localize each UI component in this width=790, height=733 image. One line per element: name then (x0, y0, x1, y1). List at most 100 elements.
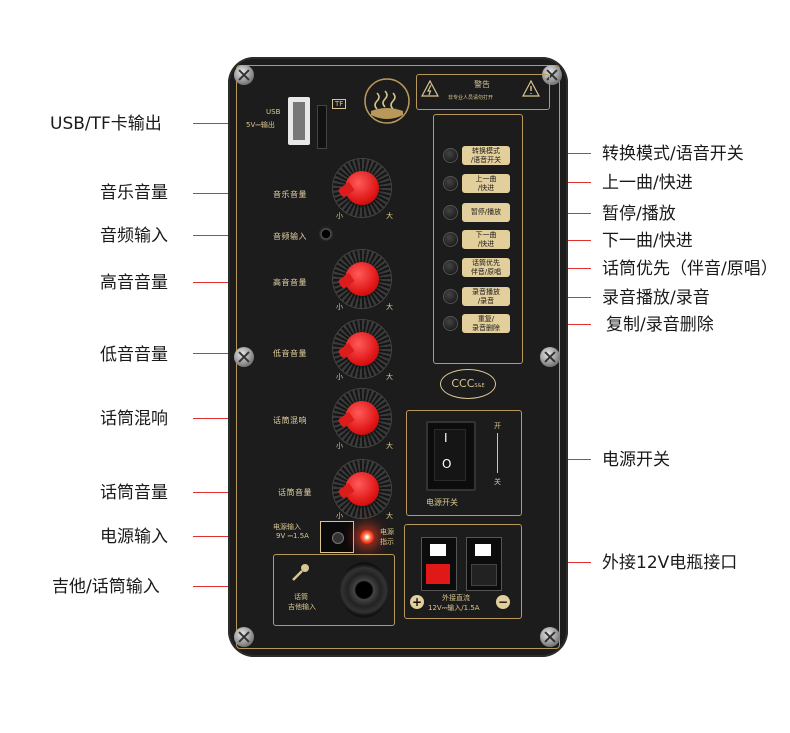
mic-volume-label: 话筒音量 (278, 488, 312, 497)
amplifier-panel: 警告 非专业人员请勿打开 USB 5V⎓输出 TF 音乐音量 小 大 音频输入 … (228, 57, 568, 657)
power-in-spec: 9V ⎓1.5A (276, 532, 309, 540)
button-group-box: 转换模式/语音开关 上一曲/快进 暂停/播放 下一曲/快进 话筒优先伴音/原唱 … (433, 114, 523, 364)
usb-label: USB (266, 108, 281, 116)
dc-spec: 12V⎓输入/1.5A (428, 604, 480, 612)
usb-spec: 5V⎓输出 (246, 121, 275, 129)
callout-pause-play: 暂停/播放 (602, 204, 676, 224)
mode-switch-button[interactable]: 转换模式/语音开关 (434, 145, 522, 167)
dc-power-jack[interactable] (320, 521, 354, 553)
knob-min-label: 小 (336, 373, 343, 381)
screw-icon (540, 627, 560, 647)
screw-icon (234, 627, 254, 647)
knob-max-label: 大 (386, 373, 393, 381)
callout-line (193, 123, 255, 124)
exclamation-warning-icon (522, 80, 540, 97)
record-play-button[interactable]: 录音播放/录音 (434, 286, 522, 308)
callout-audio-input: 音频输入 (100, 226, 168, 246)
screw-icon (234, 65, 254, 85)
screw-icon (234, 347, 254, 367)
callout-mode-switch: 转换模式/语音开关 (602, 144, 744, 164)
button-led (444, 317, 457, 330)
button-led (444, 149, 457, 162)
callout-record-play: 录音播放/录音 (602, 288, 710, 308)
callout-mic-volume: 话筒音量 (100, 483, 168, 503)
knob-min-label: 小 (336, 512, 343, 520)
copy-delete-button[interactable]: 重复/录音删除 (434, 313, 522, 335)
button-led (444, 233, 457, 246)
microphone-icon (292, 564, 309, 581)
callout-usb-tf-output: USB/TF卡输出 (50, 114, 162, 134)
plus-icon: + (410, 595, 424, 609)
knob-max-label: 大 (386, 303, 393, 311)
callout-power-input: 电源输入 (100, 527, 168, 547)
power-indicator-led (360, 530, 374, 544)
bass-volume-label: 低音音量 (273, 349, 307, 358)
mic-reverb-knob[interactable] (333, 389, 391, 447)
switch-off-label: 关 (494, 478, 501, 486)
button-label: 上一曲/快进 (462, 174, 510, 193)
brand-logo-icon (364, 78, 410, 124)
tf-label: TF (332, 99, 347, 109)
callout-mic-reverb: 话筒混响 (100, 409, 168, 429)
knob-max-label: 大 (386, 212, 393, 220)
mic-volume-knob[interactable] (333, 460, 391, 518)
mic-priority-button[interactable]: 话筒优先伴音/原唱 (434, 257, 522, 279)
button-label: 话筒优先伴音/原唱 (462, 258, 510, 277)
screw-icon (540, 347, 560, 367)
treble-volume-knob[interactable] (333, 250, 391, 308)
button-led (444, 290, 457, 303)
callout-music-volume: 音乐音量 (100, 183, 168, 203)
warning-box (416, 74, 550, 110)
button-label: 暂停/播放 (462, 203, 510, 222)
bass-volume-knob[interactable] (333, 320, 391, 378)
audio-input-label: 音频输入 (273, 232, 307, 241)
callout-12v-battery: 外接12V电瓶接口 (602, 553, 738, 573)
audio-input-jack[interactable] (318, 226, 334, 242)
prev-track-button[interactable]: 上一曲/快进 (434, 173, 522, 195)
knob-min-label: 小 (336, 442, 343, 450)
callout-mic-priority: 话筒优先（伴音/原唱） (602, 259, 778, 279)
switch-arrow-icon (497, 433, 498, 473)
button-label: 录音播放/录音 (462, 287, 510, 306)
power-rocker-switch[interactable]: I O (426, 421, 476, 491)
button-led (444, 206, 457, 219)
indicator-label: 电源 (380, 528, 394, 536)
mic-label: 吉他输入 (288, 603, 316, 611)
guitar-mic-jack[interactable] (340, 562, 388, 618)
button-label: 下一曲/快进 (462, 230, 510, 249)
switch-on-label: 开 (494, 422, 501, 430)
callout-next-track: 下一曲/快进 (602, 231, 693, 251)
switch-label: 电源开关 (426, 498, 458, 507)
ccc-certification-icon: CCCS&E (440, 369, 496, 399)
music-volume-knob[interactable] (333, 159, 391, 217)
music-volume-label: 音乐音量 (273, 190, 307, 199)
warning-title: 警告 (474, 80, 490, 89)
mic-input-box (273, 554, 395, 626)
mic-label: 话筒 (294, 593, 308, 601)
dc-label: 外接直流 (442, 594, 470, 602)
callout-power-switch: 电源开关 (602, 450, 670, 470)
callout-guitar-mic-input: 吉他/话筒输入 (52, 577, 160, 597)
knob-min-label: 小 (336, 303, 343, 311)
lightning-warning-icon (421, 80, 439, 97)
power-in-label: 电源输入 (273, 523, 301, 531)
button-led (444, 261, 457, 274)
next-track-button[interactable]: 下一曲/快进 (434, 229, 522, 251)
callout-treble-volume: 高音音量 (100, 273, 168, 293)
button-led (444, 177, 457, 190)
callout-copy-delete: 复制/录音删除 (606, 315, 714, 335)
power-switch-box (406, 410, 522, 516)
button-label: 转换模式/语音开关 (462, 146, 510, 165)
usb-port[interactable] (288, 97, 310, 145)
treble-volume-label: 高音音量 (273, 278, 307, 287)
indicator-label: 指示 (380, 538, 394, 546)
callout-bass-volume: 低音音量 (100, 345, 168, 365)
callout-prev-track: 上一曲/快进 (602, 173, 693, 193)
tf-slot[interactable] (317, 105, 327, 149)
mic-reverb-label: 话筒混响 (273, 416, 307, 425)
knob-max-label: 大 (386, 512, 393, 520)
pause-play-button[interactable]: 暂停/播放 (434, 202, 522, 224)
negative-terminal[interactable] (466, 537, 502, 591)
positive-terminal[interactable] (421, 537, 457, 591)
knob-min-label: 小 (336, 212, 343, 220)
